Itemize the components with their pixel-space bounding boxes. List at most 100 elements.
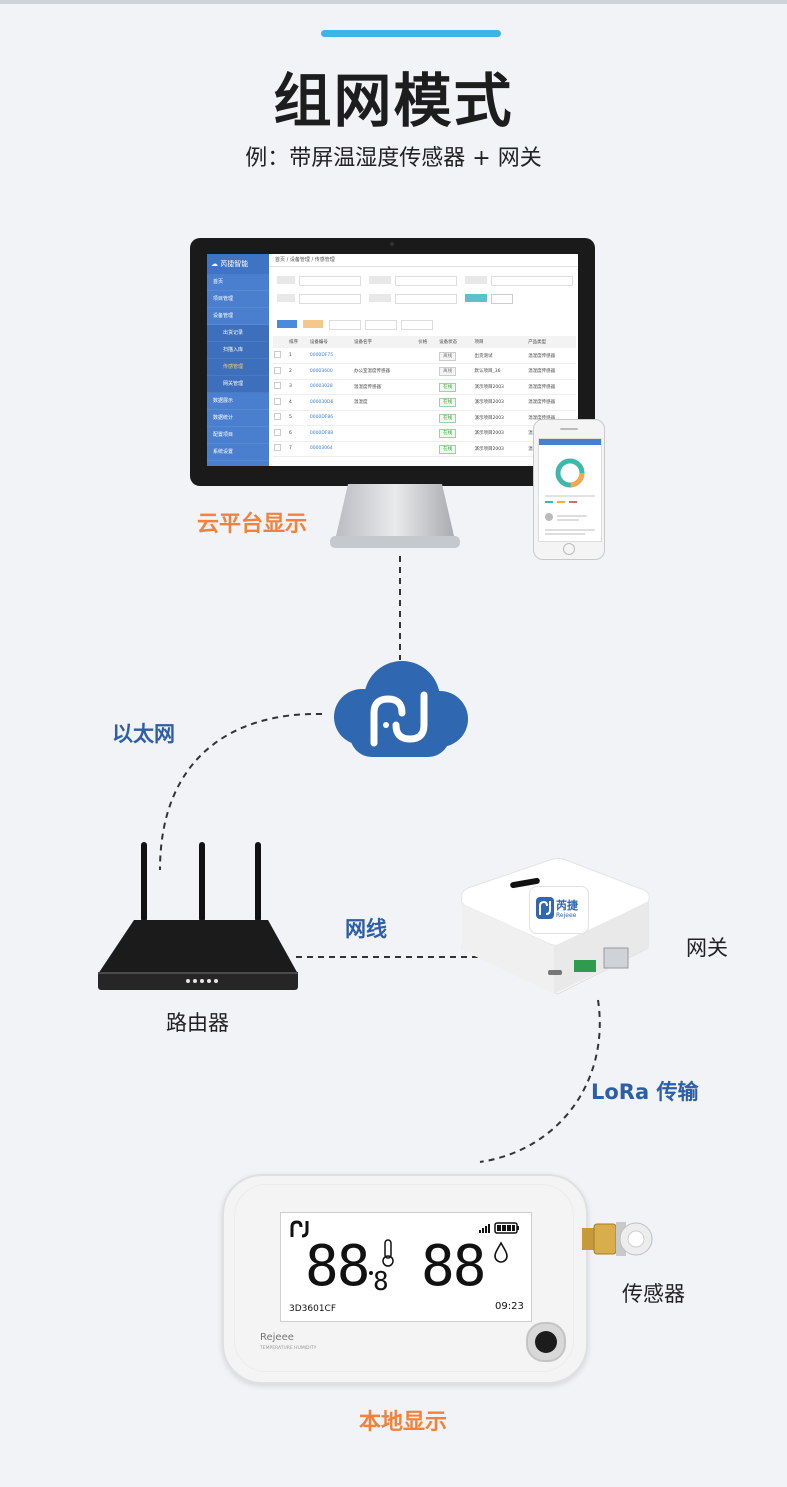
monitor-screen: ☁ 芮捷智能 首页项目管理设备管理出货记录扫描入库传感管理网关管理数据展示数据统… xyxy=(207,254,578,466)
table-cell: 温湿度传感器 xyxy=(528,400,556,406)
table-cell: 4 xyxy=(289,399,292,405)
monitor: ☁ 芮捷智能 首页项目管理设备管理出货记录扫描入库传感管理网关管理数据展示数据统… xyxy=(190,238,595,486)
table-row[interactable]: 50000DF86在线演示项目2003温湿度传感器 xyxy=(273,410,576,426)
table-cell: 00003064 xyxy=(309,446,333,452)
table-cell: 在线 xyxy=(437,441,472,457)
sidebar-item[interactable]: 设备管理 xyxy=(207,308,269,325)
table-cell: 0000DF75 xyxy=(309,353,334,358)
add-button[interactable] xyxy=(277,320,297,328)
row-checkbox[interactable] xyxy=(273,348,287,364)
cloud-display-label: 云平台显示 xyxy=(197,512,308,537)
table-row[interactable]: 60000DF88在线演示项目2003温湿度传感器 xyxy=(273,426,576,442)
rejeee-logo-icon xyxy=(290,1220,309,1238)
table-cell xyxy=(352,441,416,457)
status-badge: 在线 xyxy=(439,413,457,423)
sidebar-item[interactable]: 项目管理 xyxy=(207,291,269,308)
table-cell: 2 xyxy=(289,368,292,374)
brand-label: 芮捷智能 xyxy=(220,260,249,268)
sidebar-item[interactable]: 首页 xyxy=(207,274,269,291)
table-header-cell: 项目 xyxy=(474,340,484,345)
status-badge: 在线 xyxy=(439,382,457,392)
gateway-label: 网关 xyxy=(686,936,728,960)
filter-row-2 xyxy=(277,294,572,304)
table-cell xyxy=(352,410,416,426)
antenna-connector xyxy=(582,1222,653,1256)
sensor-label: 传感器 xyxy=(622,1282,685,1306)
temperature-decimal: 8 xyxy=(373,1267,389,1297)
row-checkbox[interactable] xyxy=(273,395,287,411)
row-checkbox[interactable] xyxy=(273,426,287,442)
reset-button[interactable] xyxy=(491,294,513,304)
screen-sidebar-list: 首页项目管理设备管理出货记录扫描入库传感管理网关管理数据展示数据统计配置项目系统… xyxy=(207,274,269,461)
status-badge: 在线 xyxy=(439,398,457,408)
humidity-drop-icon xyxy=(494,1241,508,1263)
sidebar-item[interactable]: 数据统计 xyxy=(207,410,269,427)
sensor-lcd: 88 8 88 3D3601CF 09:23 xyxy=(280,1212,532,1322)
page-title: 组网模式 xyxy=(273,67,514,135)
table-cell xyxy=(416,364,437,380)
router-led-icons xyxy=(186,979,218,983)
webcam-icon xyxy=(390,242,394,246)
sidebar-item[interactable]: 网关管理 xyxy=(207,376,269,393)
decimal-point xyxy=(369,1271,373,1275)
table-cell: 3 xyxy=(289,384,292,390)
phone-screen xyxy=(538,438,602,542)
sidebar-item[interactable]: 配置项目 xyxy=(207,427,269,444)
table-cell: 在线 xyxy=(437,379,472,395)
table-header-cell: 产品类型 xyxy=(528,340,547,345)
table-cell: 00003600 xyxy=(309,368,333,374)
row-checkbox[interactable] xyxy=(273,410,287,426)
sidebar-item[interactable]: 传感管理 xyxy=(207,359,269,376)
delete-button[interactable] xyxy=(303,320,323,328)
status-badge: 在线 xyxy=(439,444,457,454)
table-cell: 默认项目_36 xyxy=(474,369,501,375)
cloud-router-line xyxy=(159,712,323,871)
table-cell: 演示项目2003 xyxy=(474,400,504,406)
sensor-device: 88 8 88 3D3601CF 09:23 Rejeee TEMPERATUR… xyxy=(222,1174,588,1384)
table-cell xyxy=(416,348,437,364)
ethernet-port-icon xyxy=(603,947,629,969)
home-button[interactable] xyxy=(563,543,575,555)
cloud xyxy=(334,661,468,757)
table-cell: 在线 xyxy=(437,410,472,426)
row-checkbox[interactable] xyxy=(273,441,287,457)
table-cell: 在线 xyxy=(437,395,472,411)
status-badge: 离线 xyxy=(439,351,457,361)
sidebar-item[interactable]: 扫描入库 xyxy=(207,342,269,359)
temperature-digits: 88 xyxy=(305,1234,370,1299)
table-cell: 离线 xyxy=(437,348,472,364)
table-cell xyxy=(416,395,437,411)
router xyxy=(98,842,298,990)
screen-sidebar: ☁ 芮捷智能 首页项目管理设备管理出货记录扫描入库传感管理网关管理数据展示数据统… xyxy=(207,254,269,466)
table-cell: 温湿度 xyxy=(354,400,368,406)
screen-breadcrumb: 首页 / 设备管理 / 传感管理 xyxy=(269,254,578,267)
sensor-face xyxy=(234,1184,574,1372)
router-label: 路由器 xyxy=(166,1011,229,1035)
usb-port-icon xyxy=(548,970,562,975)
sidebar-item[interactable]: 出货记录 xyxy=(207,325,269,342)
accent-bar xyxy=(321,30,501,37)
lora-label: LoRa 传输 xyxy=(591,1080,699,1104)
table-cell: 演示项目2003 xyxy=(474,415,504,421)
sidebar-item[interactable]: 数据展示 xyxy=(207,393,269,410)
table-cell: 00003028 xyxy=(309,384,333,390)
search-button[interactable] xyxy=(465,294,487,302)
table-header-cell: 设备编号 xyxy=(309,340,328,345)
table-header-cell: 价格 xyxy=(418,340,428,345)
sensor-button[interactable] xyxy=(526,1322,566,1362)
table-row[interactable]: 700003064在线演示项目2003温湿度传感器 xyxy=(273,441,576,457)
table-header-cell: 设备名字 xyxy=(354,340,373,345)
table-cell: 离线 xyxy=(437,364,472,380)
row-checkbox[interactable] xyxy=(273,364,287,380)
gateway-logo-text: 芮捷 xyxy=(556,899,578,912)
sidebar-item[interactable]: 系统设置 xyxy=(207,444,269,461)
table-cell: 演示项目2003 xyxy=(474,384,504,390)
row-checkbox[interactable] xyxy=(273,379,287,395)
filter-row-1 xyxy=(277,276,573,286)
monitor-stand xyxy=(330,484,460,548)
